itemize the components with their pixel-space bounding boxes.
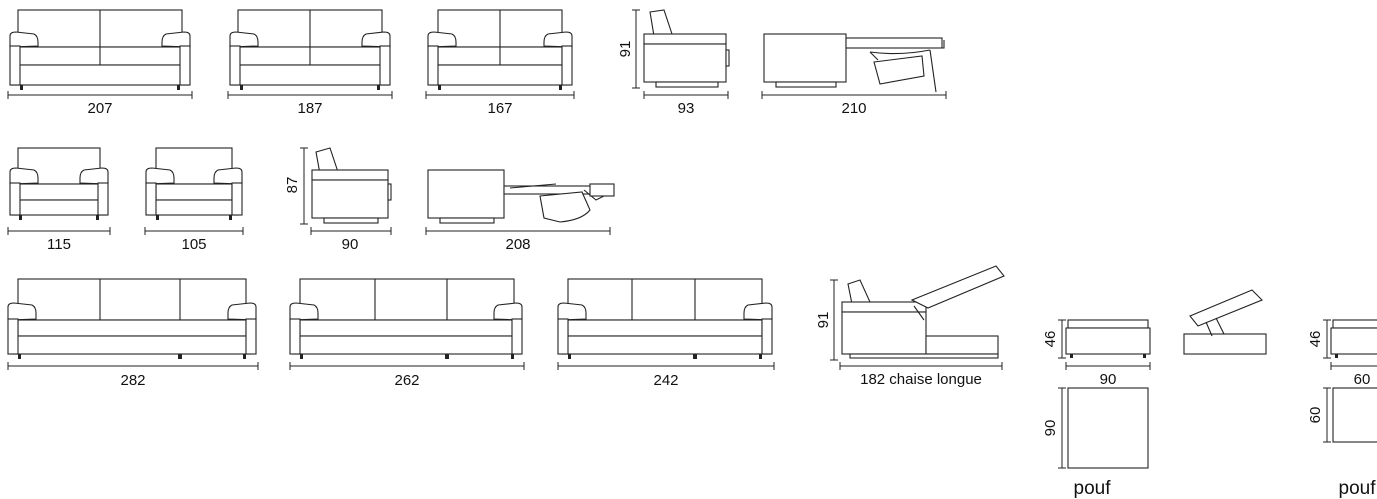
dim-label-60-pouf-w: 60 — [1354, 371, 1371, 388]
dimension-line-60-pouf-d — [1323, 387, 1331, 443]
pouf-label-small: pouf — [1339, 478, 1377, 499]
dimension-line-90-pouf-d — [1058, 387, 1066, 469]
dim-label-90-armbed: 90 — [342, 236, 359, 253]
dim-label-208: 208 — [505, 236, 530, 253]
dim-label-chaise-longue: 182 chaise longue — [860, 371, 982, 388]
dim-label-93: 93 — [678, 100, 695, 117]
dim-label-242: 242 — [653, 372, 678, 389]
dim-label-91-chaise: 91 — [815, 312, 832, 329]
sofa-242-front — [557, 278, 773, 359]
pouf-60-front-view — [1330, 319, 1377, 358]
dimension-line-93 — [643, 91, 729, 99]
dimension-line-207 — [7, 91, 193, 99]
dim-label-115: 115 — [47, 236, 71, 253]
pouf-60-top-view — [1332, 387, 1377, 443]
dim-label-210: 210 — [841, 100, 866, 117]
armchair-bed-side-view — [311, 147, 392, 224]
dimension-line-182 — [839, 362, 1003, 370]
dimension-line-242 — [557, 362, 775, 370]
dim-label-87: 87 — [284, 177, 301, 194]
sofa-282-front — [7, 278, 257, 359]
dimension-line-91-v — [632, 9, 640, 89]
dim-label-167: 167 — [487, 100, 512, 117]
sofabed-side-view — [643, 9, 730, 88]
pouf-90-front-view — [1065, 319, 1151, 358]
pouf-90-top-view — [1067, 387, 1149, 469]
dim-label-46-pouf90: 46 — [1042, 331, 1059, 348]
pouf-label-large: pouf — [1074, 478, 1112, 499]
dim-label-187: 187 — [297, 100, 322, 117]
chaise-longue-side-view — [841, 265, 1005, 359]
dimension-line-46-pouf60 — [1323, 319, 1331, 359]
dim-label-91-sofabed: 91 — [617, 41, 634, 58]
dim-label-46-pouf60: 46 — [1307, 331, 1324, 348]
sofa-207-front — [9, 9, 191, 90]
sofa-262-front — [289, 278, 523, 359]
dimension-line-167 — [425, 91, 575, 99]
dim-label-207: 207 — [87, 100, 112, 117]
armchair-105-front — [145, 147, 243, 220]
dimension-line-208 — [425, 227, 611, 235]
dimension-line-115 — [7, 227, 111, 235]
dimension-line-105 — [144, 227, 244, 235]
armchair-bed-open-view — [427, 169, 615, 224]
dimension-line-90-pouf-w — [1065, 362, 1151, 370]
dim-label-60-pouf-d: 60 — [1307, 407, 1324, 424]
dim-label-90-pouf-w: 90 — [1100, 371, 1117, 388]
dimension-line-262 — [289, 362, 525, 370]
pouf-open-storage-view — [1183, 289, 1267, 355]
sofa-167-front — [427, 9, 573, 90]
dim-label-90-pouf-d: 90 — [1042, 420, 1059, 437]
dim-label-105: 105 — [181, 236, 206, 253]
dimension-line-90-armbed — [310, 227, 392, 235]
dim-label-282: 282 — [120, 372, 145, 389]
dimension-line-46-pouf90 — [1058, 319, 1066, 359]
sofabed-open-view — [763, 33, 945, 93]
dimension-line-91-chaise — [830, 279, 838, 361]
armchair-115-front — [9, 147, 109, 220]
dimension-line-210 — [761, 91, 947, 99]
dimension-line-282 — [7, 362, 259, 370]
dimension-line-187 — [227, 91, 393, 99]
dim-label-262: 262 — [394, 372, 419, 389]
dimension-line-60-pouf-w — [1330, 362, 1377, 370]
sofa-187-front — [229, 9, 391, 90]
dimension-line-87-v — [300, 147, 308, 225]
